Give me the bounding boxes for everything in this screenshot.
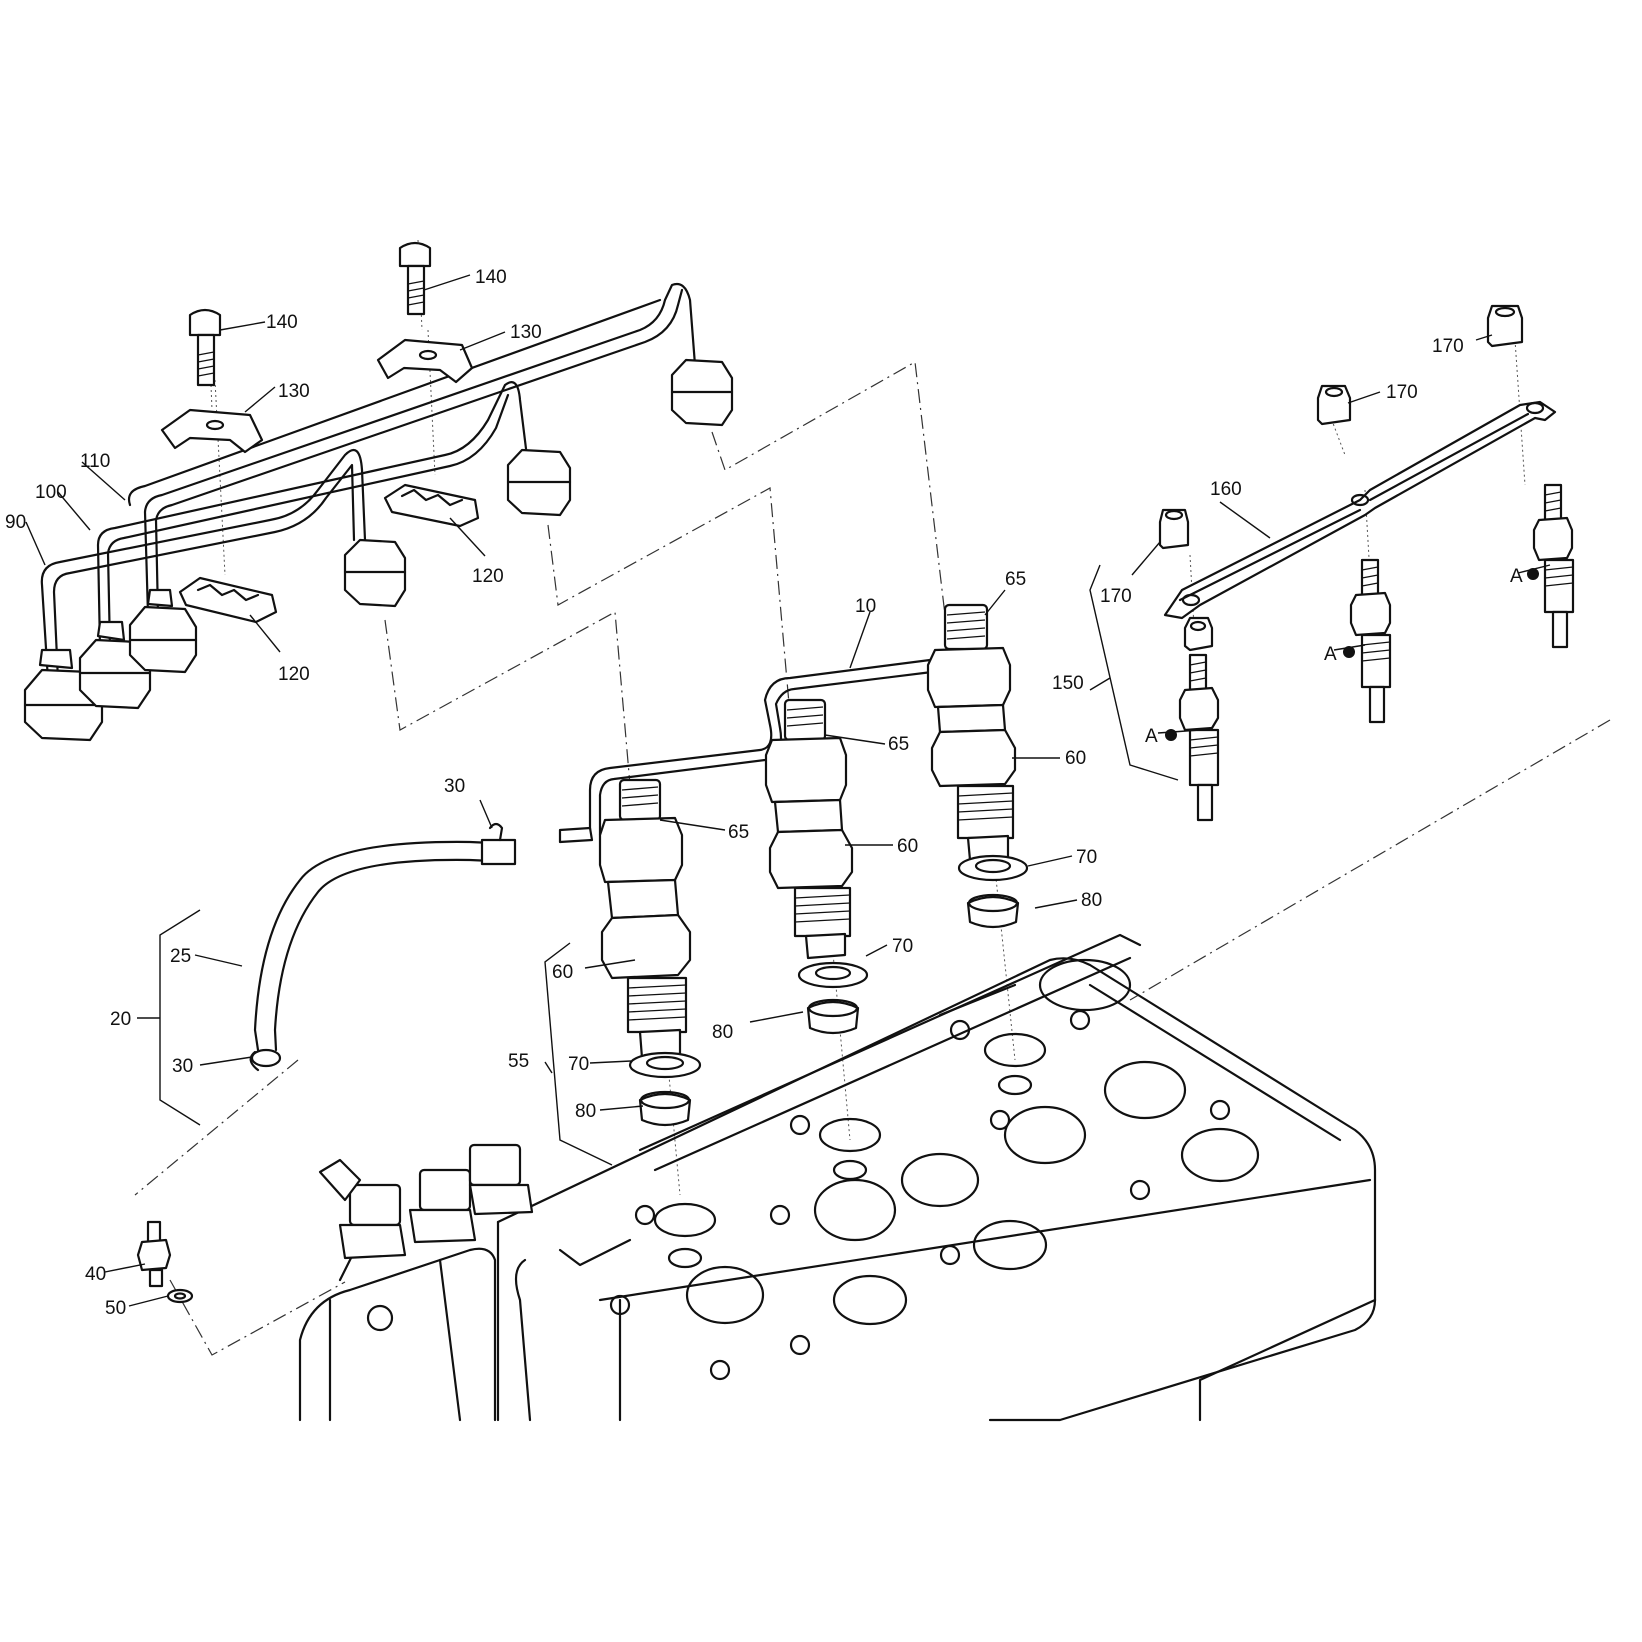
leak-off-hose [249,822,517,1072]
callout-140-right: 140 [475,267,507,288]
injection-pump [298,1143,534,1422]
injection-pipe-assembly [23,282,734,742]
callout-80-left: 80 [575,1101,596,1122]
callout-55: 55 [508,1051,529,1072]
clamp-130-left [160,408,264,454]
clamp-130-right [376,338,474,384]
fuel-return-pipe [558,658,934,844]
callout-170-middle: 170 [1386,382,1418,403]
nuts-170 [1158,304,1524,652]
pipe-clamp-set [160,241,480,624]
callout-110: 110 [80,451,110,472]
glow-plug-left [1178,653,1220,822]
callout-170-left: 170 [1100,586,1132,607]
callout-25: 25 [170,946,191,967]
cylinder-head [496,933,1377,1422]
callout-130-left: 130 [278,381,310,402]
washer-50 [166,1288,194,1304]
callout-60-right: 60 [1065,748,1086,769]
glow-plugs [1178,483,1575,822]
nut-170-left-upper [1158,508,1190,550]
reference-A-left: A [1145,726,1158,747]
callout-80-right: 80 [1081,890,1102,911]
callout-30-bottom: 30 [172,1056,193,1077]
callout-70-middle: 70 [892,936,913,957]
pipe-nut-110-pump-end [128,588,198,674]
reference-A-right: A [1510,566,1523,587]
callout-40: 40 [85,1264,106,1285]
callout-80-middle: 80 [712,1022,733,1043]
callout-90: 90 [5,512,26,533]
nut-170-right [1486,304,1524,348]
callout-10: 10 [855,596,876,617]
callout-150: 150 [1052,673,1084,694]
callout-65-middle: 65 [888,734,909,755]
callout-30-top: 30 [444,776,465,797]
callout-130-right: 130 [510,322,542,343]
pipe-nut-110-injector-end [670,358,734,427]
callout-120-right: 120 [472,566,504,587]
injector-right [926,603,1017,862]
callout-labels: 140 140 130 130 120 120 110 100 90 10 65… [5,267,1523,1319]
injector-left [598,778,692,1060]
pipe-nut-90-injector-end [343,538,407,608]
callout-20: 20 [110,1009,131,1030]
callout-140-left: 140 [266,312,298,333]
washers-and-seats [628,854,1029,1127]
banjo-bolt-40 [136,1220,172,1288]
callout-60-left: 60 [552,962,573,983]
nut-170-middle [1316,384,1352,426]
glow-plug-right [1532,483,1575,649]
leader-lines [25,274,1551,1307]
callout-65-right: 65 [1005,569,1026,590]
callout-160: 160 [1210,479,1242,500]
reference-A-middle: A [1324,644,1337,665]
callout-60-middle: 60 [897,836,918,857]
callout-70-left: 70 [568,1054,589,1075]
nut-170-left-lower [1183,616,1214,652]
bolt-140-left [188,308,222,387]
injector-middle [764,698,854,960]
pipe-nut-100-injector-end [506,448,572,517]
glow-plug-middle [1349,558,1392,724]
bolt-140-right [398,241,432,316]
glow-plug-busbar [1163,400,1557,620]
clamp-120-left [178,576,278,624]
reference-markers-A [1165,568,1539,741]
callout-100: 100 [35,482,67,503]
callout-65-left: 65 [728,822,749,843]
callout-50: 50 [105,1298,126,1319]
callout-170-right: 170 [1432,336,1464,357]
clamp-120-right [383,483,480,528]
callout-70-right: 70 [1076,847,1097,868]
callout-120-left: 120 [278,664,310,685]
